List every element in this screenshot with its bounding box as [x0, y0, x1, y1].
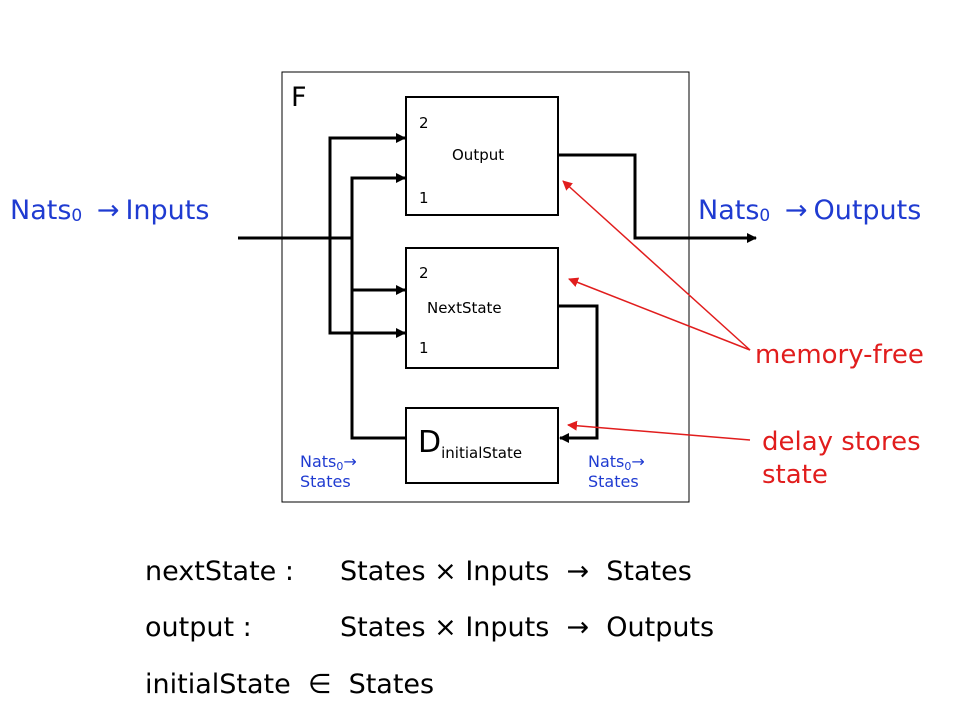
outputs-label: Nats0 →Outputs [698, 195, 922, 226]
delay-annotation-line1: delay stores [762, 427, 921, 457]
delay-box-label: DinitialState [418, 425, 522, 461]
output-box-name: Output [452, 146, 505, 164]
states-left-text: States [300, 472, 351, 491]
outputs-sub: 0 [759, 206, 771, 226]
delay-annotation-line2: state [762, 459, 828, 490]
inputs-arrow: → [96, 195, 120, 226]
inputs-prefix: Nats [10, 195, 72, 226]
inputs-text: Inputs [125, 195, 210, 226]
delay-subscript: initialState [441, 444, 523, 462]
outputs-arrow: → [784, 195, 808, 226]
equation-output-rhs: States × Inputs → Outputs [340, 612, 715, 643]
states-left-prefix: Nats [300, 452, 337, 471]
equation-output-lhs: output : [145, 612, 252, 643]
nextstate-port-2: 2 [419, 264, 429, 282]
outer-box-label: F [291, 82, 307, 113]
annotation-arrows [562, 180, 751, 441]
inputs-sub: 0 [71, 206, 83, 226]
states-left-label: Nats0→ States [300, 452, 357, 492]
equation-nextstate-rhs: States × Inputs → States [340, 556, 692, 587]
outputs-prefix: Nats [698, 195, 760, 226]
output-box [405, 96, 559, 216]
nextstate-to-delay-wire [558, 304, 599, 440]
input-wires [238, 136, 395, 335]
output-port-1: 1 [419, 189, 429, 207]
inputs-label: Nats0 →Inputs [10, 195, 210, 226]
states-right-arrow: → [631, 452, 645, 471]
delay-box [405, 407, 559, 484]
outer-box-f [281, 71, 690, 503]
states-right-text: States [588, 472, 639, 491]
input-arrowheads [385, 133, 406, 338]
states-left-arrow: → [343, 452, 357, 471]
states-left-sub: 0 [336, 460, 344, 473]
delay-annotation: delay stores state [762, 426, 921, 491]
states-right-sub: 0 [624, 460, 632, 473]
memory-free-annotation: memory-free [755, 340, 924, 370]
states-right-prefix: Nats [588, 452, 625, 471]
state-feedback-wire [350, 290, 406, 440]
outputs-text: Outputs [813, 195, 922, 226]
output-wire [558, 153, 744, 240]
equation-nextstate-lhs: nextState : [145, 556, 294, 587]
nextstate-box [405, 247, 559, 369]
delay-letter: D [418, 425, 442, 460]
nextstate-box-name: NextState [427, 299, 502, 317]
nextstate-port-1: 1 [419, 339, 429, 357]
states-right-label: Nats0→ States [588, 452, 645, 492]
equation-initialstate: initialState ∈ States [145, 669, 435, 700]
output-port-2: 2 [419, 114, 429, 132]
